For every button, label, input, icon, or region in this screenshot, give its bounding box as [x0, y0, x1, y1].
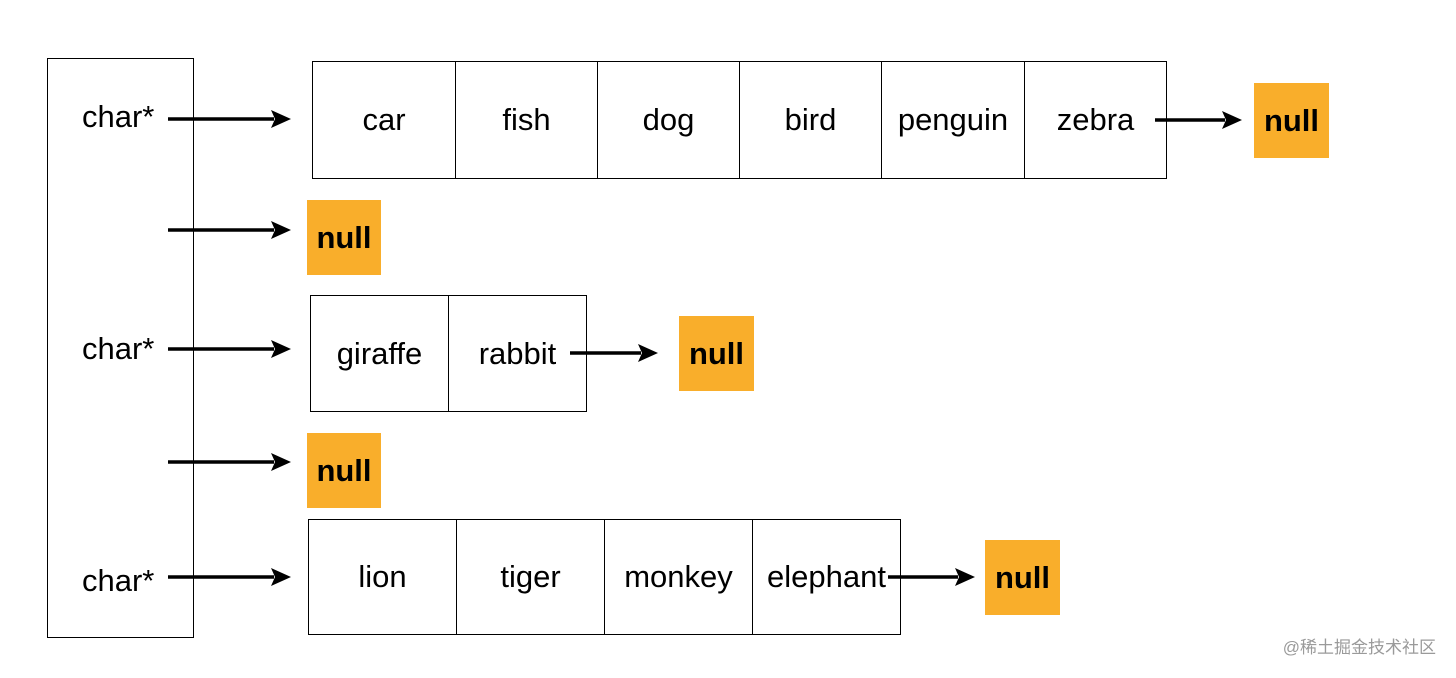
arrowhead-row-3: [271, 453, 291, 471]
arrowhead-rabbit-null: [638, 344, 658, 362]
string-cell-monkey: monkey: [604, 519, 753, 635]
pointer-label-row-4: char*: [82, 563, 155, 598]
string-cell-dog: dog: [597, 61, 740, 179]
null-box-row-0: null: [1254, 83, 1329, 158]
arrowhead-row-0: [271, 110, 291, 128]
pointer-array-slot-4: [47, 521, 194, 638]
string-cell-bird: bird: [739, 61, 882, 179]
pointer-array-slot-0: [47, 58, 194, 175]
string-cell-rabbit: rabbit: [448, 295, 587, 412]
string-cell-car: car: [312, 61, 456, 179]
arrowhead-row-4: [271, 568, 291, 586]
arrowhead-elephant-null: [955, 568, 975, 586]
pointer-label-row-0: char*: [82, 99, 155, 134]
null-box-row-4: null: [985, 540, 1060, 615]
null-box-row-1: null: [307, 200, 381, 275]
string-cell-lion: lion: [308, 519, 457, 635]
string-cell-tiger: tiger: [456, 519, 605, 635]
string-cell-elephant: elephant: [752, 519, 901, 635]
arrowhead-zebra-null: [1222, 111, 1242, 129]
string-cell-penguin: penguin: [881, 61, 1025, 179]
string-cell-fish: fish: [455, 61, 598, 179]
arrowhead-row-1: [271, 221, 291, 239]
string-cell-zebra: zebra: [1024, 61, 1167, 179]
null-box-row-2: null: [679, 316, 754, 391]
watermark: @稀土掘金技术社区: [1282, 638, 1436, 657]
pointer-label-row-2: char*: [82, 331, 155, 366]
pointer-array-slot-1: [47, 174, 194, 290]
null-box-row-3: null: [307, 433, 381, 508]
arrowhead-row-2: [271, 340, 291, 358]
